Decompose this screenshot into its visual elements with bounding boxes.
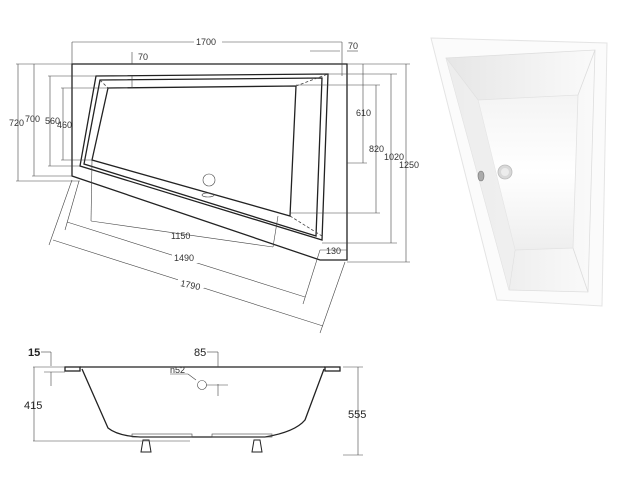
dim-15: 15	[28, 347, 40, 359]
dim-610: 610	[356, 108, 371, 118]
dim-415: 415	[24, 400, 42, 412]
leg-left	[140, 439, 152, 453]
dim-555: 555	[348, 409, 366, 421]
dim-1490: 1490	[174, 253, 194, 263]
dim-1020: 1020	[384, 152, 404, 162]
drain-icon	[202, 173, 216, 187]
outer-rim	[71, 63, 348, 261]
dim-1790: 1790	[180, 278, 202, 292]
rim-inner	[79, 73, 329, 241]
side-view: n52 15 85 415 555	[24, 347, 366, 456]
leg-right	[251, 439, 263, 453]
dim-1150: 1150	[171, 231, 190, 241]
bathtub-photo	[430, 37, 608, 307]
base-plate-left	[131, 433, 193, 438]
tub-body	[81, 368, 325, 438]
top-view: 1700 70 70 720 700 560 460 610 820	[9, 36, 419, 334]
dash-line	[99, 79, 109, 89]
dim-1700: 1700	[196, 37, 216, 47]
photo-overflow-icon	[477, 170, 485, 182]
dim-720: 720	[9, 118, 24, 128]
overflow-icon	[201, 192, 215, 198]
dim-n52: n52	[170, 365, 185, 375]
dim-560: 560	[45, 116, 60, 126]
dim-700: 700	[25, 114, 40, 124]
dim-85: 85	[194, 347, 206, 359]
dash-line	[289, 215, 323, 237]
overflow-hole-icon	[197, 380, 207, 390]
dim-70-right: 70	[348, 41, 358, 51]
dim-70-top: 70	[138, 52, 148, 62]
dim-1250: 1250	[399, 160, 419, 170]
dim-820: 820	[369, 144, 384, 154]
rim-right	[324, 366, 341, 372]
basin-outline	[91, 85, 297, 217]
dim-460: 460	[57, 120, 72, 130]
dim-130: 130	[326, 246, 341, 256]
rim-inner-2	[83, 77, 323, 237]
rim-left	[64, 366, 81, 372]
base-plate-right	[211, 433, 273, 438]
dash-line	[295, 73, 329, 87]
